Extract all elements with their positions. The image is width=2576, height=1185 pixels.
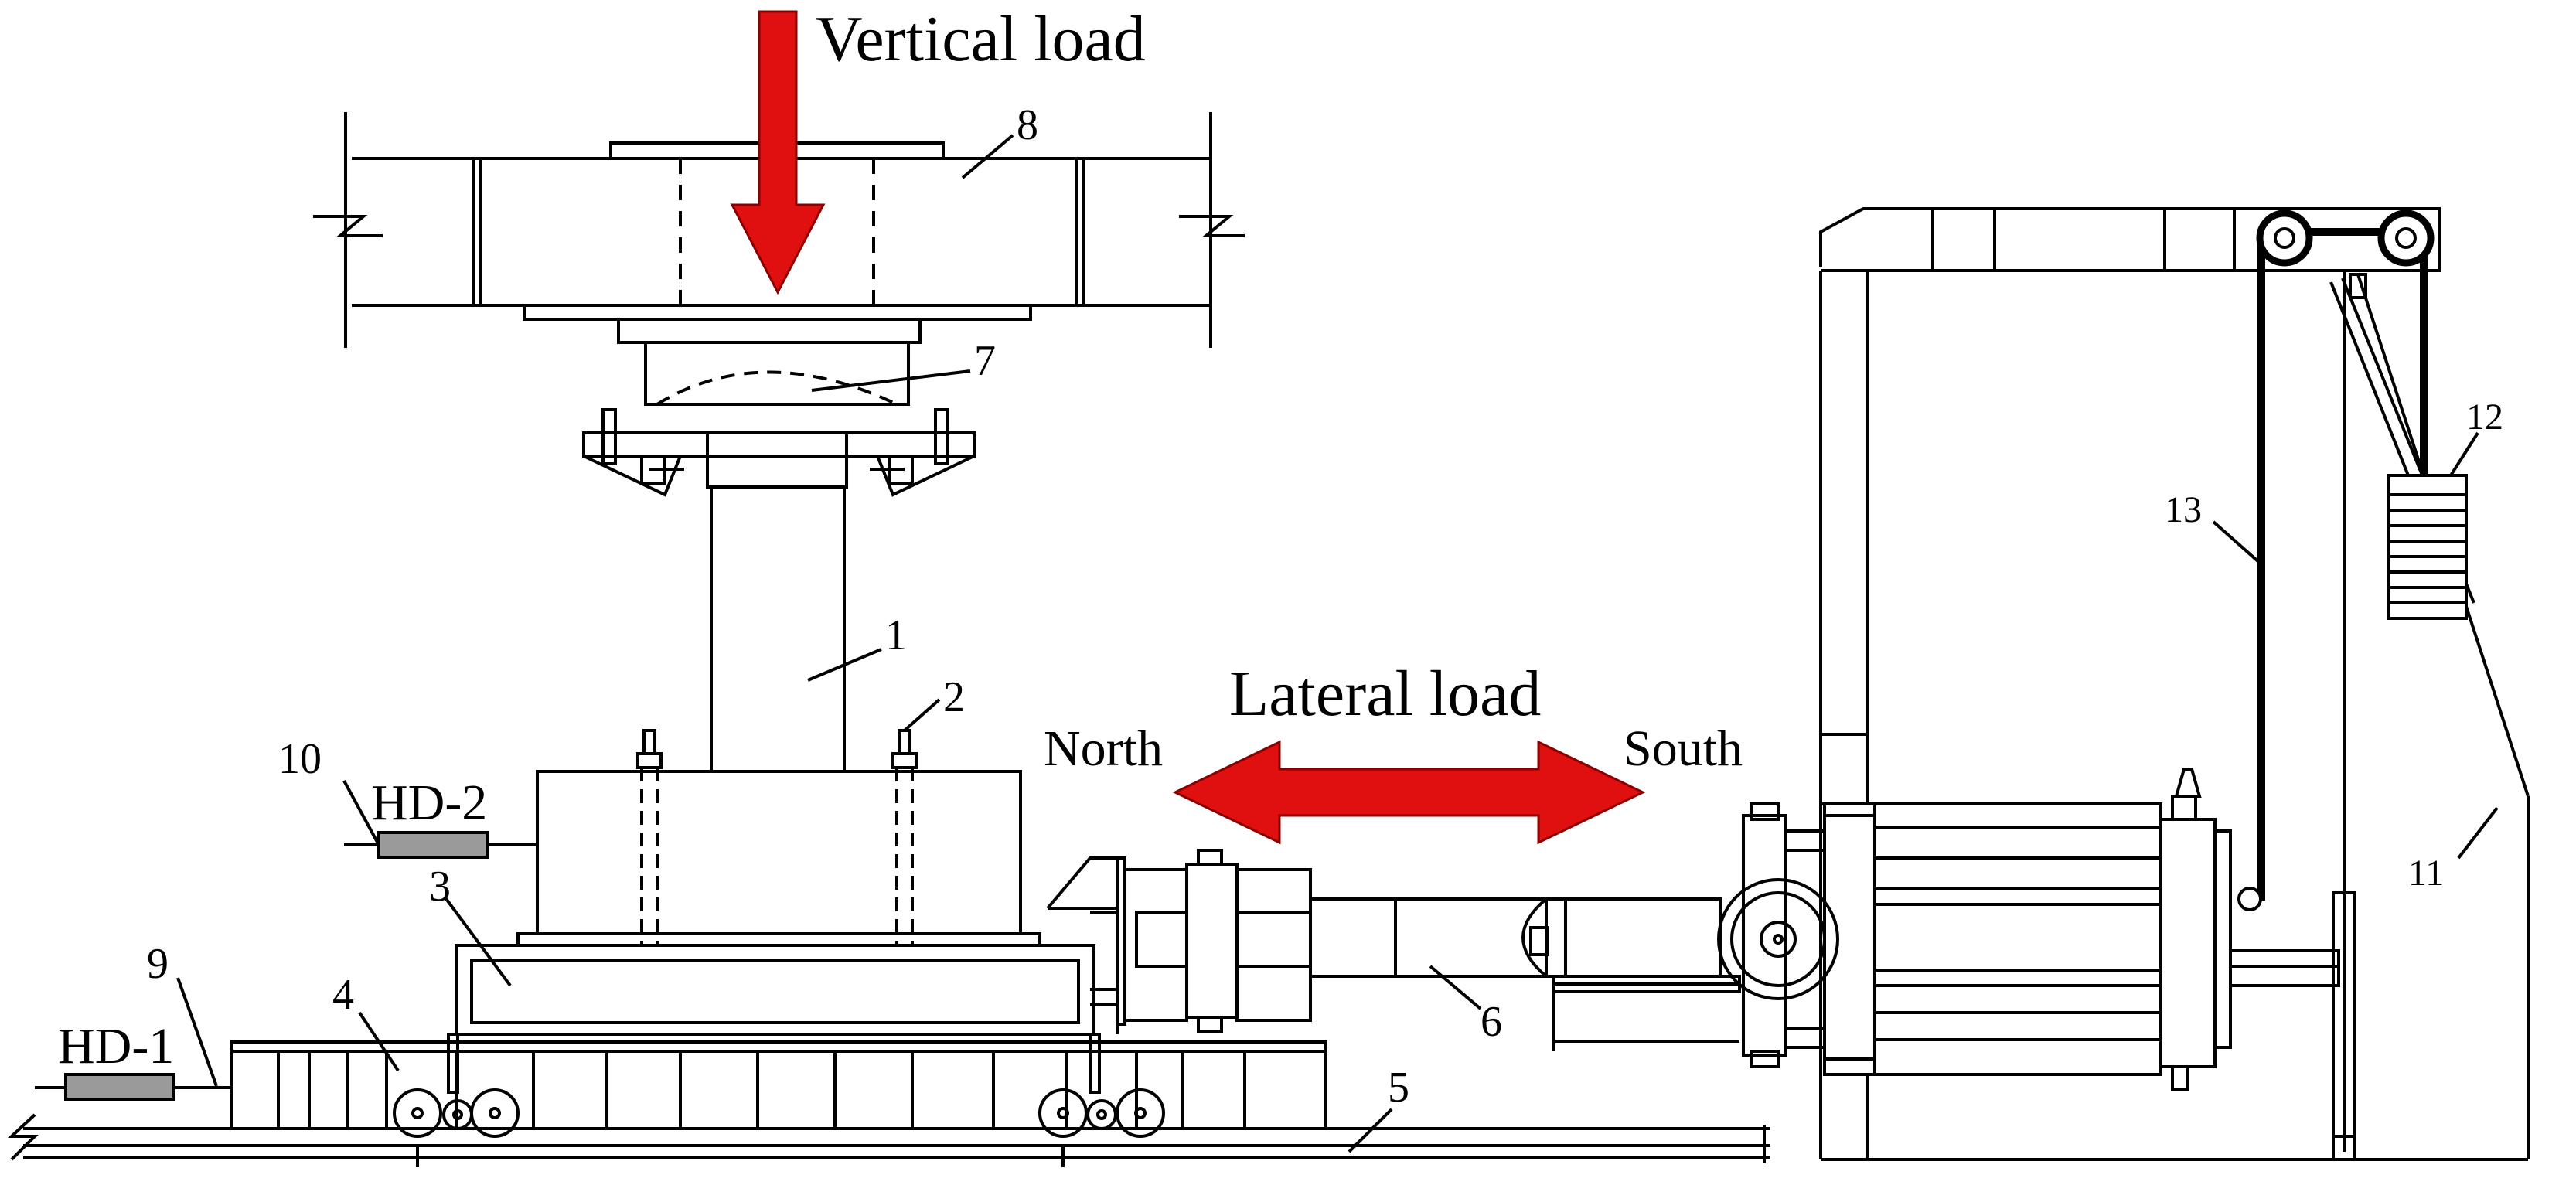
sliding-platform [230, 1033, 1327, 1138]
load-cell [1309, 897, 1741, 1051]
north-label: North [1044, 720, 1163, 777]
component-number-5: 5 [1388, 1064, 1409, 1112]
lateral-load-arrow [1172, 740, 1646, 845]
component-number-1: 1 [885, 611, 907, 659]
hd1-label: HD-1 [58, 1018, 174, 1074]
component-number-3: 3 [429, 863, 451, 911]
component-number-11: 11 [2408, 853, 2444, 894]
vertical-load-label: Vertical load [816, 3, 1146, 75]
hydraulic-actuator [1717, 768, 2340, 1091]
base-beam [455, 944, 1095, 1036]
lateral-load-label: Lateral load [1229, 658, 1541, 730]
component-number-6: 6 [1481, 998, 1502, 1046]
component-number-13: 13 [2165, 489, 2202, 530]
displacement-transducer-hd2 [344, 831, 537, 859]
vertical-load-arrow [730, 10, 826, 295]
component-number-9: 9 [147, 940, 169, 988]
leader-lines [176, 134, 2499, 1153]
component-number-10: 10 [278, 735, 322, 783]
component-number-7: 7 [974, 337, 996, 385]
hd2-label: HD-2 [371, 775, 487, 831]
footing [516, 729, 1041, 947]
spherical-hinge [582, 341, 976, 497]
actuator-clevis [1046, 849, 1312, 1034]
reaction-frame [1819, 207, 2530, 1161]
ground-track [7, 1113, 1770, 1167]
component-number-8: 8 [1017, 101, 1038, 149]
loading-beam [313, 112, 1245, 348]
displacement-transducer-hd1 [35, 1073, 232, 1101]
counterweight-system [2237, 209, 2468, 911]
component-number-4: 4 [332, 971, 354, 1019]
column [710, 487, 846, 771]
south-label: South [1624, 720, 1743, 777]
component-number-12: 12 [2466, 397, 2503, 438]
component-number-2: 2 [943, 673, 965, 721]
